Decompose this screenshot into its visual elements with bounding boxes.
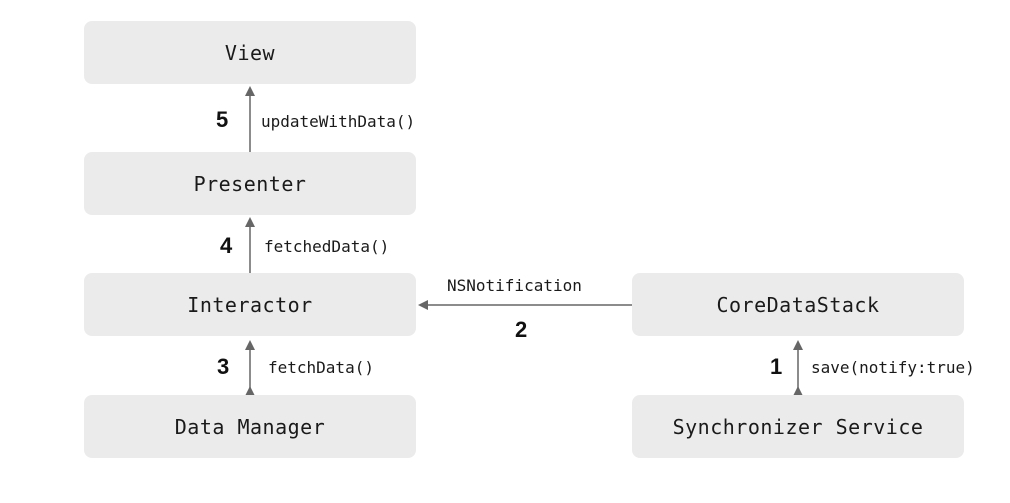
node-data-manager: Data Manager (84, 395, 416, 458)
node-interactor: Interactor (84, 273, 416, 336)
node-presenter: Presenter (84, 152, 416, 215)
edge-label-fetch-data: fetchData() (268, 358, 374, 377)
edge-label-fetched-data: fetchedData() (264, 237, 390, 256)
step-number-2: 2 (515, 317, 528, 342)
edge-label-update-with-data: updateWithData() (261, 112, 416, 131)
edge-label-nsnotification: NSNotification (447, 276, 582, 295)
node-synchronizer-service: Synchronizer Service (632, 395, 964, 458)
step-number-5: 5 (216, 107, 229, 132)
edge-label-save-notify: save(notify:true) (811, 358, 975, 377)
step-number-1: 1 (770, 354, 783, 379)
node-view: View (84, 21, 416, 84)
step-number-4: 4 (220, 233, 233, 258)
step-number-3: 3 (217, 354, 230, 379)
node-core-data-stack: CoreDataStack (632, 273, 964, 336)
